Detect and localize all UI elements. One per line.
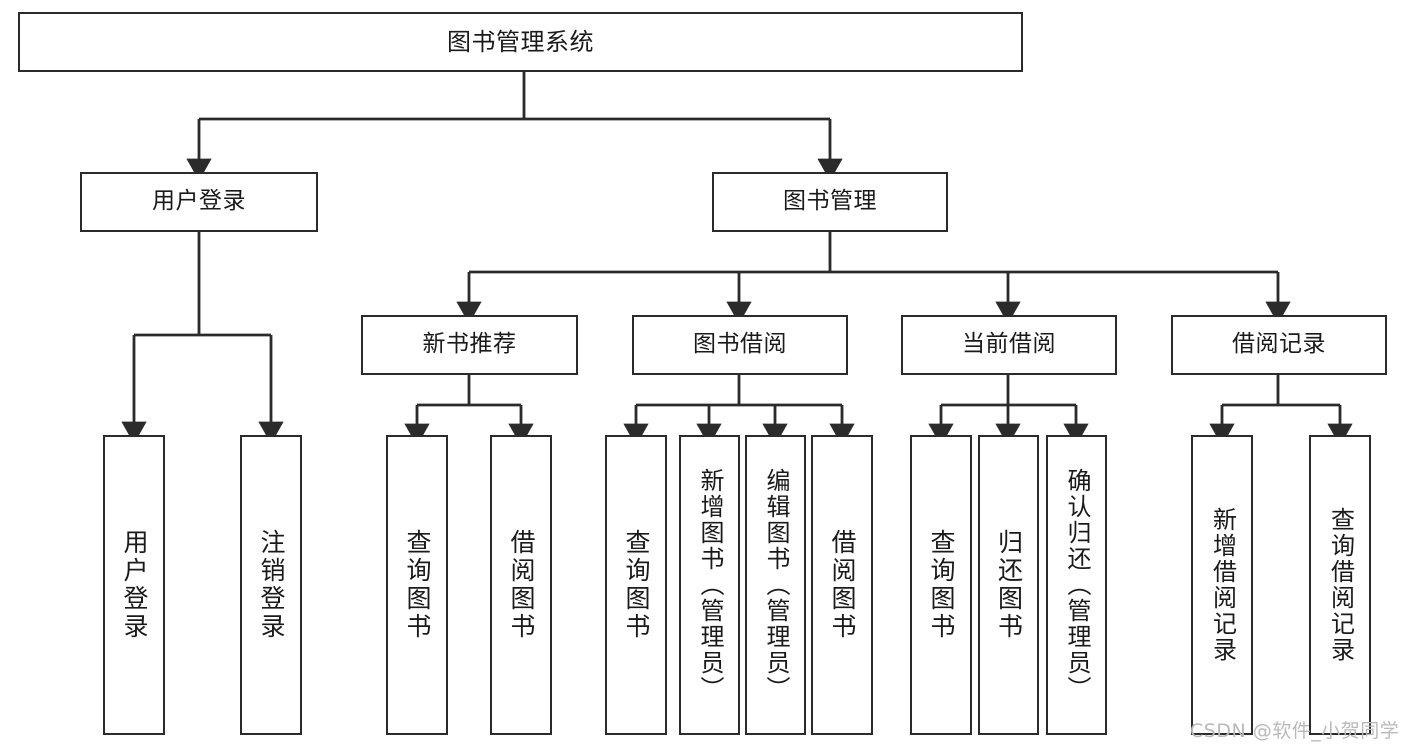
node-leaf-query-book-current[interactable]: 查询图书	[910, 435, 972, 735]
node-leaf-edit-book-admin[interactable]: 编辑图书（管理员）	[745, 435, 806, 735]
node-leaf-user-login-label: 用户登录	[120, 529, 149, 641]
node-user-login-label: 用户登录	[152, 188, 246, 215]
node-leaf-user-login[interactable]: 用户登录	[103, 435, 165, 735]
csdn-watermark: CSDN @软件_小贺同学	[1190, 720, 1400, 742]
node-leaf-query-book-newbook-label: 查询图书	[403, 529, 432, 641]
node-leaf-add-borrow-record-label: 新增借阅记录	[1208, 507, 1237, 663]
node-new-book-recommend[interactable]: 新书推荐	[361, 315, 578, 375]
node-leaf-borrow-book-newbook-label: 借阅图书	[507, 529, 536, 641]
node-leaf-add-borrow-record[interactable]: 新增借阅记录	[1191, 435, 1253, 735]
node-leaf-borrow-book[interactable]: 借阅图书	[811, 435, 873, 735]
node-leaf-query-book-current-label: 查询图书	[927, 529, 956, 641]
node-book-borrow-label: 图书借阅	[693, 331, 787, 358]
node-leaf-query-borrow-record[interactable]: 查询借阅记录	[1309, 435, 1371, 735]
node-leaf-query-borrow-record-label: 查询借阅记录	[1326, 507, 1355, 663]
node-leaf-query-book-borrow-label: 查询图书	[622, 529, 651, 641]
node-leaf-edit-book-admin-label: 编辑图书（管理员）	[761, 468, 790, 702]
node-user-login[interactable]: 用户登录	[80, 172, 318, 232]
node-borrow-record-label: 借阅记录	[1232, 331, 1326, 358]
node-leaf-query-book-borrow[interactable]: 查询图书	[605, 435, 667, 735]
node-leaf-confirm-return-admin[interactable]: 确认归还（管理员）	[1046, 435, 1107, 735]
node-leaf-add-book-admin[interactable]: 新增图书（管理员）	[679, 435, 740, 735]
node-leaf-confirm-return-admin-label: 确认归还（管理员）	[1062, 468, 1091, 702]
node-leaf-query-book-newbook[interactable]: 查询图书	[386, 435, 448, 735]
node-leaf-borrow-book-newbook[interactable]: 借阅图书	[490, 435, 552, 735]
node-book-management-label: 图书管理	[783, 188, 877, 215]
node-current-borrow[interactable]: 当前借阅	[901, 315, 1117, 375]
node-book-management[interactable]: 图书管理	[712, 172, 948, 232]
node-leaf-return-book[interactable]: 归还图书	[978, 435, 1039, 735]
node-current-borrow-label: 当前借阅	[962, 331, 1056, 358]
node-leaf-logout-label: 注销登录	[257, 529, 286, 641]
node-new-book-recommend-label: 新书推荐	[422, 331, 517, 358]
node-book-borrow[interactable]: 图书借阅	[632, 315, 848, 375]
node-root-system-label: 图书管理系统	[447, 27, 594, 56]
node-leaf-logout[interactable]: 注销登录	[240, 435, 302, 735]
node-root-system[interactable]: 图书管理系统	[18, 12, 1023, 72]
node-leaf-borrow-book-label: 借阅图书	[828, 529, 857, 641]
node-borrow-record[interactable]: 借阅记录	[1171, 315, 1387, 375]
node-leaf-add-book-admin-label: 新增图书（管理员）	[695, 468, 724, 702]
node-leaf-return-book-label: 归还图书	[994, 529, 1024, 641]
